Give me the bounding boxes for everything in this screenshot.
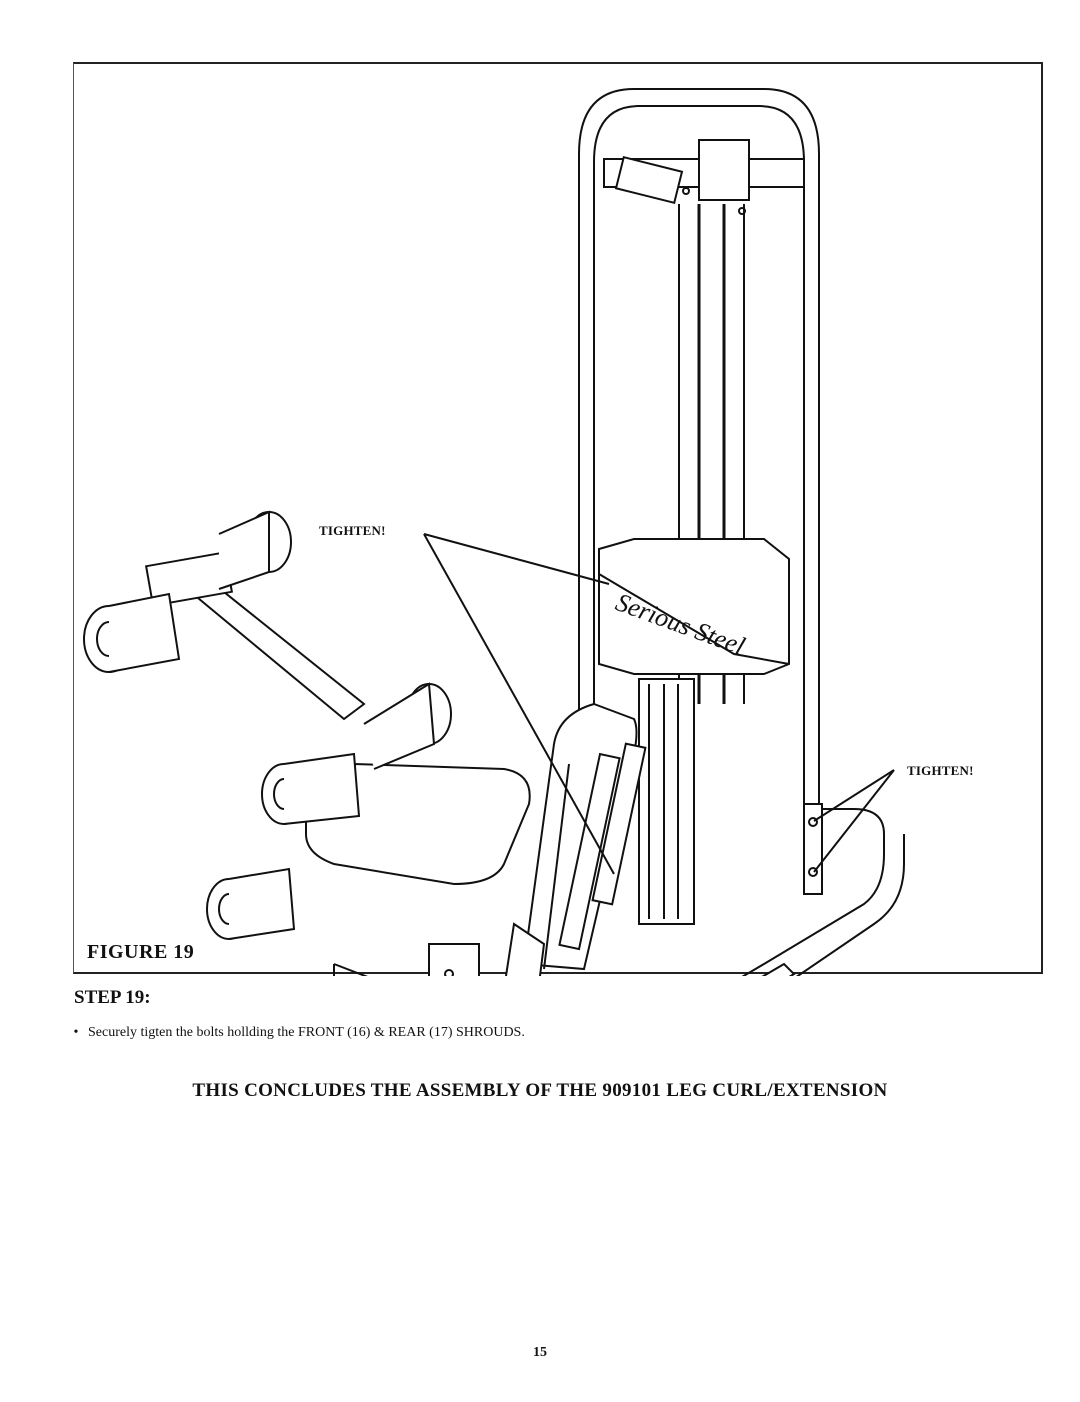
step-title: STEP 19:: [74, 987, 151, 1008]
bullet-icon: •: [73, 1025, 79, 1040]
step-bullet-text: Securely tigten the bolts hollding the F…: [88, 1025, 525, 1040]
tighten-callout-right: TIGHTEN!: [907, 763, 974, 778]
list-item: • Securely tigten the bolts hollding the …: [64, 1025, 525, 1041]
leg-curl-machine-illustration: Serious Steel: [83, 88, 905, 976]
tighten-callout-left: TIGHTEN!: [319, 523, 386, 538]
page-number: 15: [533, 1345, 547, 1360]
step-instructions: • Securely tigten the bolts hollding the …: [64, 1025, 525, 1041]
figure-frame: Serious Steel: [73, 62, 1043, 976]
conclusion-heading: THIS CONCLUDES THE ASSEMBLY OF THE 90910…: [192, 1080, 888, 1101]
figure-label: FIGURE 19: [87, 941, 195, 963]
